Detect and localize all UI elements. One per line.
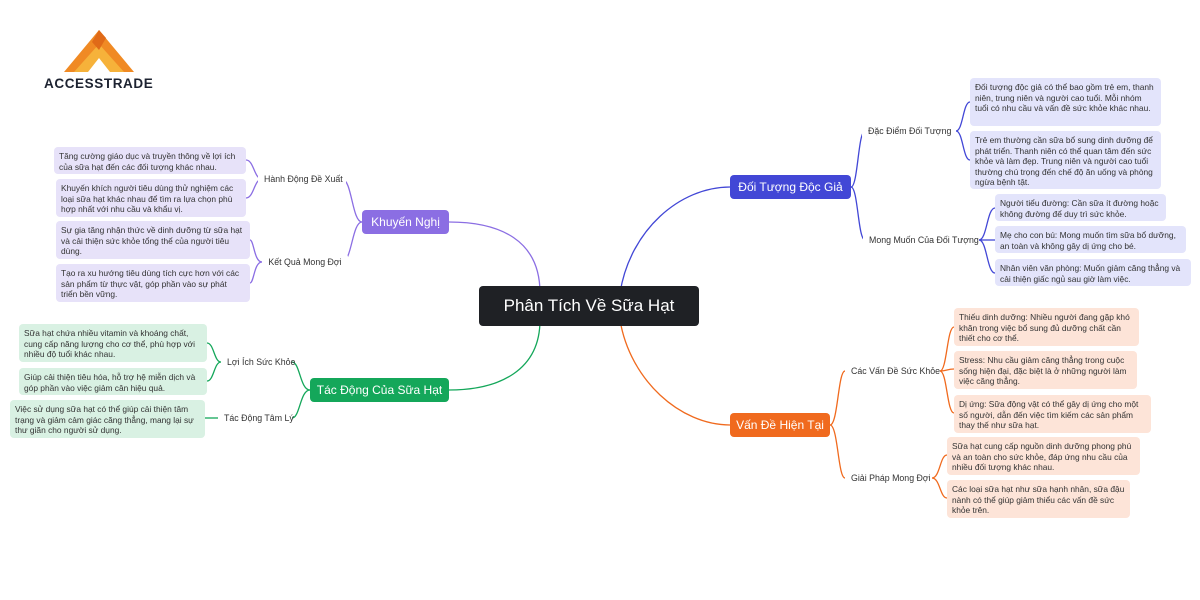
branch-audience[interactable]: Đối Tượng Độc Giả: [730, 175, 851, 199]
accesstrade-logo: [64, 30, 134, 72]
issues-solution-1[interactable]: Sữa hạt cung cấp nguồn dinh dưỡng phong …: [947, 437, 1140, 475]
impact-psychology-1[interactable]: Việc sử dụng sữa hạt có thể giúp cải thi…: [10, 400, 205, 438]
link-center-recommend: [448, 221, 541, 294]
impact-group-psychology[interactable]: Tác Động Tâm Lý: [218, 410, 294, 426]
recommend-action-1[interactable]: Tăng cường giáo dục và truyền thông về l…: [54, 147, 246, 174]
recommend-result-2[interactable]: Tạo ra xu hướng tiêu dùng tích cực hơn v…: [56, 264, 250, 302]
audience-trait-2[interactable]: Trẻ em thường cần sữa bổ sung dinh dưỡng…: [970, 131, 1161, 189]
issues-health-3[interactable]: Dị ứng: Sữa động vật có thể gây dị ứng c…: [954, 395, 1151, 433]
audience-wish-3[interactable]: Nhân viên văn phòng: Muốn giảm căng thẳn…: [995, 259, 1191, 286]
impact-group-health[interactable]: Lợi Ích Sức Khỏe: [221, 354, 295, 370]
link-impact-g2: [291, 389, 311, 419]
recommend-group-actions[interactable]: Hành Động Đề Xuất: [258, 171, 346, 187]
audience-wish-1[interactable]: Người tiểu đường: Cần sữa ít đường hoặc …: [995, 194, 1166, 221]
branch-impact[interactable]: Tác Động Của Sữa Hạt: [310, 378, 449, 402]
link-issues-g2: [829, 424, 846, 479]
audience-trait-1[interactable]: Đối tượng độc giả có thể bao gồm trẻ em,…: [970, 78, 1161, 126]
issues-health-1[interactable]: Thiếu dinh dưỡng: Nhiều người đang gặp k…: [954, 308, 1139, 346]
impact-health-1[interactable]: Sữa hạt chứa nhiều vitamin và khoáng chấ…: [19, 324, 207, 362]
link-impact-g1: [291, 361, 311, 391]
central-topic[interactable]: Phân Tích Về Sữa Hạt: [479, 286, 699, 326]
link-issues-g1: [829, 370, 846, 426]
issues-health-2[interactable]: Stress: Nhu cầu giảm căng thẳng trong cu…: [954, 351, 1137, 389]
audience-group-wishes[interactable]: Mong Muốn Của Đối Tượng: [863, 232, 979, 248]
impact-health-2[interactable]: Giúp cải thiện tiêu hóa, hỗ trợ hệ miễn …: [19, 368, 207, 395]
link-audience-g1: [850, 130, 866, 188]
recommend-action-2[interactable]: Khuyến khích người tiêu dùng thử nghiệm …: [56, 179, 246, 217]
audience-wish-2[interactable]: Mẹ cho con bú: Mong muốn tìm sữa bổ dưỡn…: [995, 226, 1186, 253]
link-center-impact: [448, 319, 541, 391]
issues-solution-2[interactable]: Các loại sữa hạt như sữa hạnh nhân, sữa …: [947, 480, 1130, 518]
brand-name: ACCESSTRADE: [44, 76, 154, 91]
audience-group-traits[interactable]: Đặc Điểm Đối Tượng: [862, 123, 956, 139]
link-center-audience: [619, 186, 731, 294]
recommend-result-1[interactable]: Sự gia tăng nhận thức về dinh dưỡng từ s…: [56, 221, 250, 259]
issues-group-health[interactable]: Các Vấn Đề Sức Khỏe: [845, 363, 940, 379]
link-center-issues: [619, 319, 731, 426]
issues-group-solutions[interactable]: Giải Pháp Mong Đợi: [845, 470, 932, 486]
branch-issues[interactable]: Vấn Đề Hiện Tại: [730, 413, 830, 437]
branch-recommend[interactable]: Khuyến Nghị: [362, 210, 449, 234]
recommend-group-results[interactable]: Kết Quả Mong Đợi: [262, 254, 348, 270]
